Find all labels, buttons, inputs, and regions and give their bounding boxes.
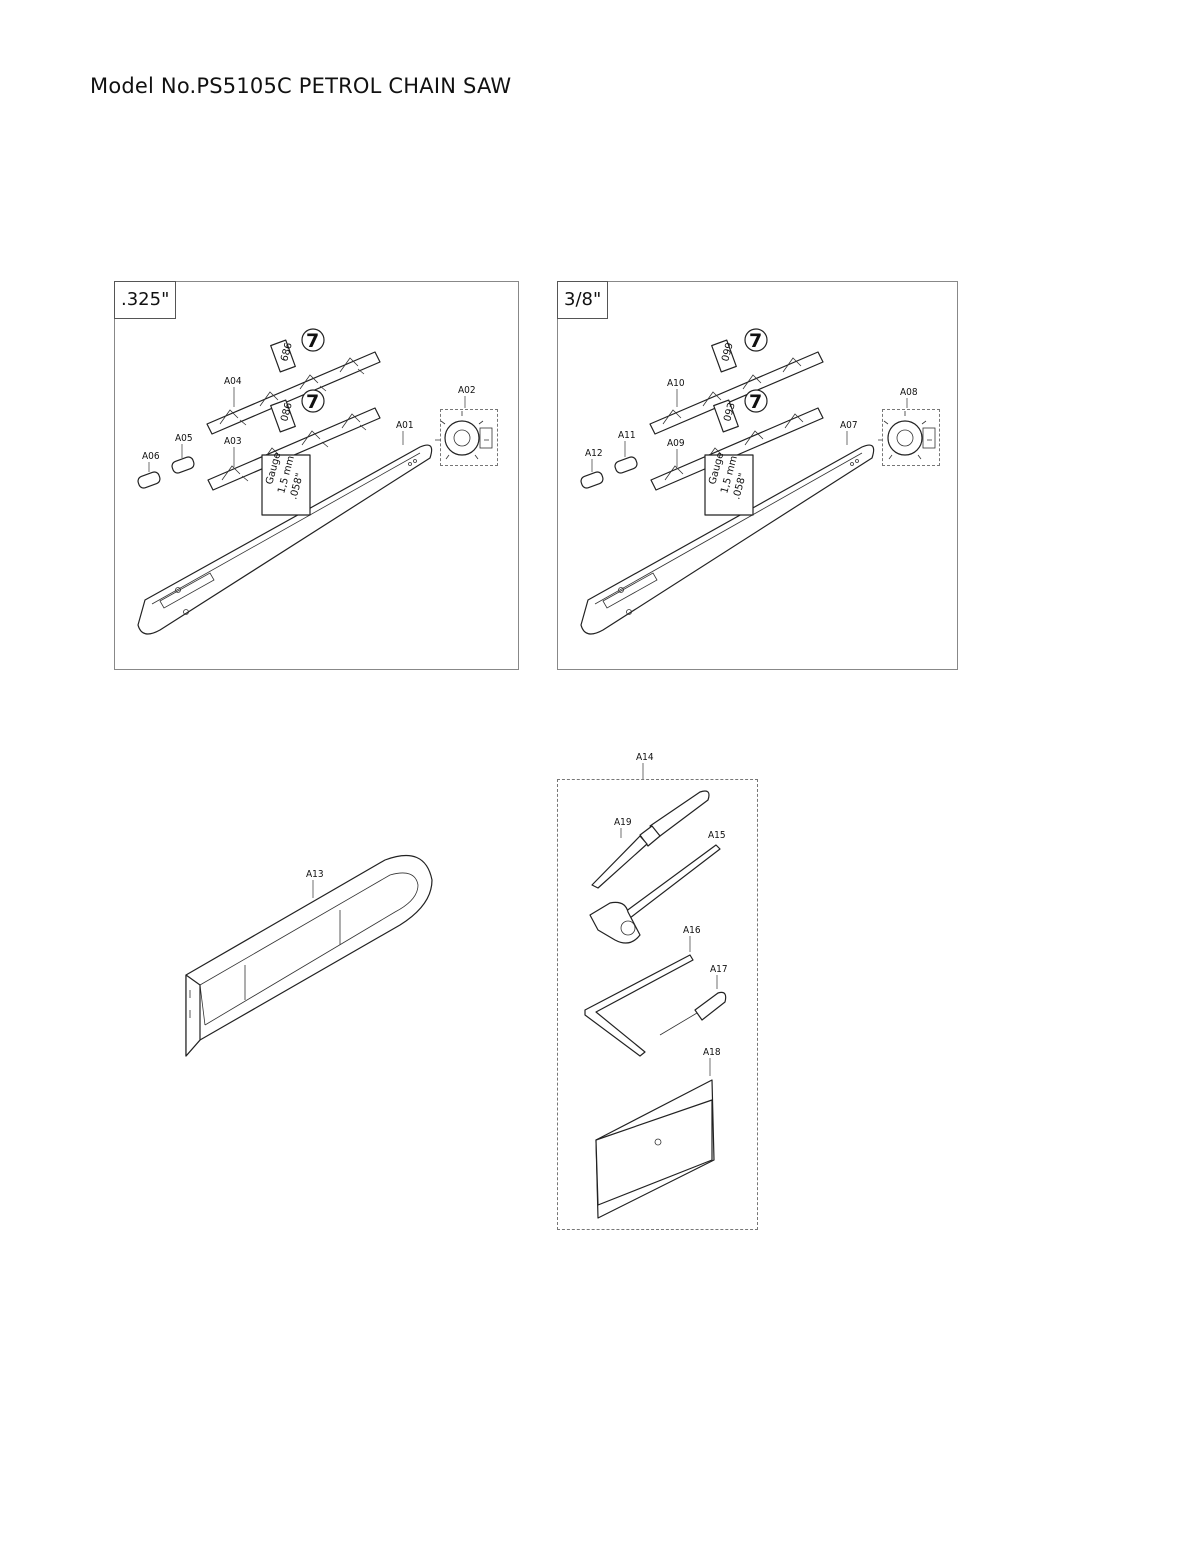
page-title: Model No.PS5105C PETROL CHAIN SAW (90, 74, 512, 98)
tool-kit-frame (557, 779, 758, 1230)
sprocket-frame-325 (440, 409, 498, 466)
panel-tag-325: .325" (114, 281, 177, 319)
panel-3-8: 3/8" (557, 281, 958, 670)
sprocket-frame-3-8 (882, 409, 940, 466)
bar-cover-drawing (185, 854, 433, 1057)
part-label-a14: A14 (636, 752, 654, 763)
panel-325: .325" (114, 281, 519, 670)
part-label-a13: A13 (306, 869, 324, 880)
panel-tag-3-8: 3/8" (557, 281, 609, 319)
